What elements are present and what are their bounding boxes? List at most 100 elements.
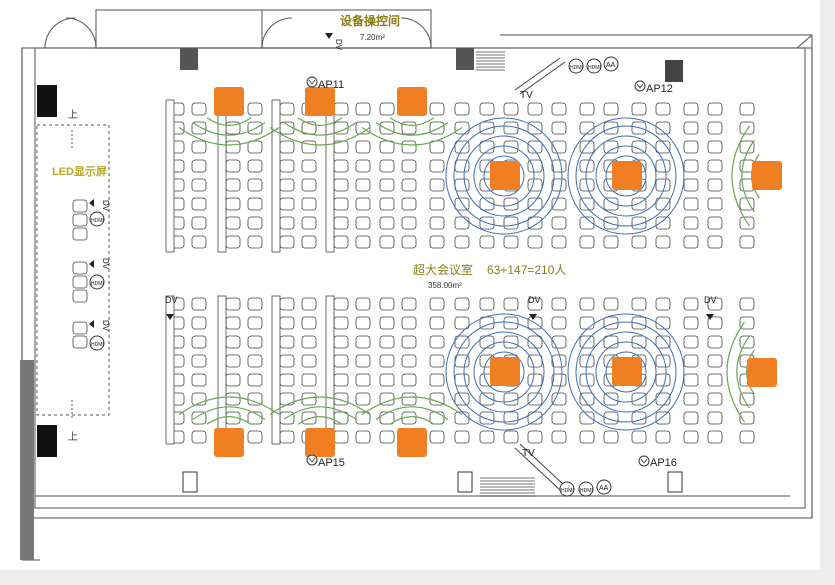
speaker-icon xyxy=(214,428,244,457)
chair-icon xyxy=(579,121,595,135)
wifi-ap-icon xyxy=(306,454,318,466)
chair-icon xyxy=(279,316,295,330)
chair-icon xyxy=(355,159,371,173)
chair-icon xyxy=(527,197,543,211)
chair-icon xyxy=(479,430,495,444)
chair-icon xyxy=(683,297,699,311)
control-room-area: 7.20m² xyxy=(360,33,385,42)
paper-background xyxy=(0,0,820,570)
chair-icon xyxy=(191,235,207,249)
chair-icon xyxy=(72,321,88,335)
seating xyxy=(72,102,755,444)
chair-icon xyxy=(503,102,519,116)
chair-icon xyxy=(247,430,263,444)
tv-mount xyxy=(514,447,561,491)
chair-icon xyxy=(279,373,295,387)
chair-icon xyxy=(401,197,417,211)
chair-icon xyxy=(379,216,395,230)
chair-icon xyxy=(479,392,495,406)
wifi-arc xyxy=(375,406,449,420)
ap-label: AP16 xyxy=(650,457,677,469)
wifi-arc xyxy=(192,122,266,136)
chair-icon xyxy=(247,373,263,387)
chair-icon xyxy=(333,178,349,192)
chair-icon xyxy=(72,335,88,349)
speaker-icon xyxy=(612,161,642,190)
sound-ring xyxy=(575,321,677,423)
chair-icon xyxy=(247,235,263,249)
chair-icon xyxy=(301,197,317,211)
dv-label: DV xyxy=(334,39,343,51)
wifi-arc xyxy=(375,122,449,136)
wifi-arc xyxy=(389,416,435,425)
long-desk xyxy=(217,295,227,445)
chair-icon xyxy=(479,235,495,249)
wifi-arc xyxy=(389,117,435,126)
wifi-ap-icon xyxy=(308,79,316,85)
chair-icon xyxy=(333,159,349,173)
sound-ring xyxy=(605,155,647,197)
chair-icon xyxy=(333,354,349,368)
chair-icon xyxy=(225,354,241,368)
wifi-arc xyxy=(736,335,750,409)
chair-icon xyxy=(379,121,395,135)
chair-icon xyxy=(707,102,723,116)
chair-icon xyxy=(707,411,723,425)
chair-icon xyxy=(707,335,723,349)
sound-ring xyxy=(473,341,535,403)
chair-icon xyxy=(191,102,207,116)
chair-icon xyxy=(655,121,671,135)
tv-mount xyxy=(514,57,561,91)
chair-icon xyxy=(429,411,445,425)
sound-ring xyxy=(483,155,525,197)
chair-icon xyxy=(72,261,88,275)
hdmi-badge: HDMI xyxy=(568,58,584,74)
chair-icon xyxy=(279,159,295,173)
chair-icon xyxy=(247,316,263,330)
chair-icon xyxy=(739,297,755,311)
chair-icon xyxy=(247,102,263,116)
speaker-icon xyxy=(397,428,427,457)
up-label-top: 上 xyxy=(68,109,78,121)
chair-icon xyxy=(655,354,671,368)
chair-icon xyxy=(454,297,470,311)
chair-icon xyxy=(503,297,519,311)
tv-label: TV xyxy=(522,448,535,459)
chair-icon xyxy=(401,235,417,249)
chair-icon xyxy=(739,235,755,249)
chair-icon xyxy=(279,392,295,406)
svg-text:HDMI: HDMI xyxy=(91,342,104,348)
chair-icon xyxy=(551,216,567,230)
chair-icon xyxy=(707,354,723,368)
chair-icon xyxy=(631,216,647,230)
chair-icon xyxy=(279,178,295,192)
wifi-ap-icon xyxy=(306,76,318,88)
chair-icon xyxy=(401,335,417,349)
dv-label: DV xyxy=(101,258,110,270)
column-block xyxy=(180,48,198,70)
chair-icon xyxy=(333,373,349,387)
chair-icon xyxy=(631,316,647,330)
hdmi-badge: HDMI xyxy=(89,274,105,290)
control-room-title: 设备操控间 xyxy=(340,13,400,28)
down-arrow-icon xyxy=(529,314,537,320)
sound-ring xyxy=(463,135,545,217)
floor-box xyxy=(667,471,683,493)
chair-icon xyxy=(707,197,723,211)
chair-icon xyxy=(279,102,295,116)
chair-icon xyxy=(527,335,543,349)
chair-icon xyxy=(279,216,295,230)
svg-text:HDMI: HDMI xyxy=(580,488,593,494)
wifi-arc xyxy=(746,349,755,395)
chair-icon xyxy=(225,178,241,192)
chair-icon xyxy=(683,216,699,230)
chair-icon xyxy=(379,297,395,311)
chair-icon xyxy=(72,275,88,289)
sound-ring xyxy=(453,125,555,227)
chair-icon xyxy=(301,316,317,330)
chair-icon xyxy=(707,297,723,311)
chair-icon xyxy=(707,430,723,444)
speaker-icon xyxy=(612,357,642,386)
hdmi-badge: HDMI xyxy=(578,481,594,497)
